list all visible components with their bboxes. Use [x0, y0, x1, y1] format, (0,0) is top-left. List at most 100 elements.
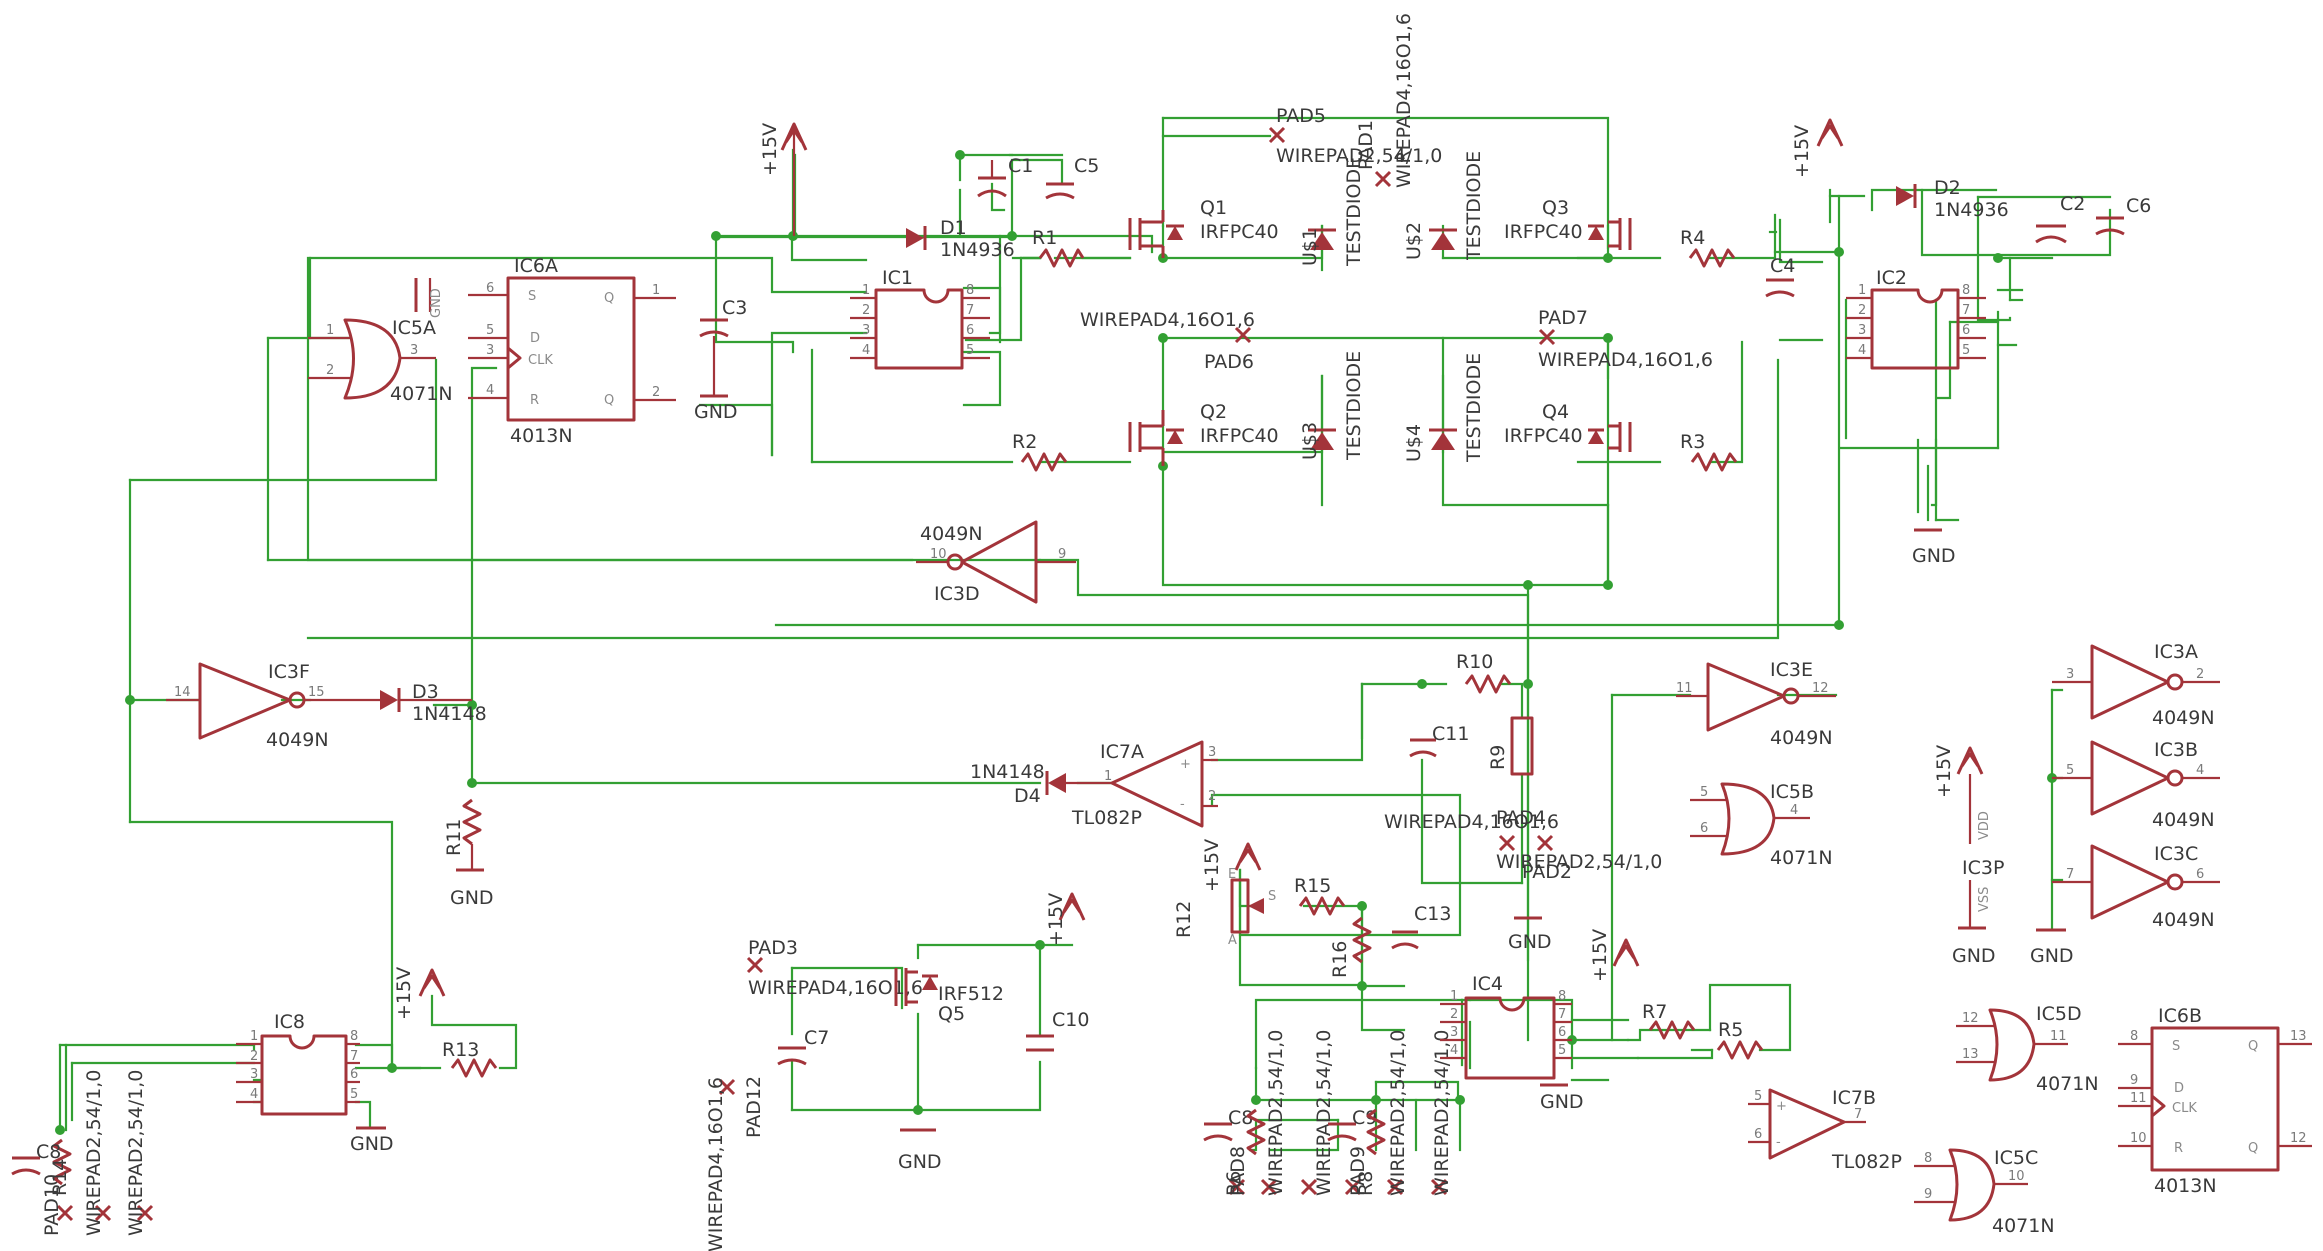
svg-text:WIREPAD4,16O1,6: WIREPAD4,16O1,6	[1080, 309, 1255, 331]
svg-text:GND: GND	[1540, 1091, 1584, 1113]
svg-text:2: 2	[250, 1049, 258, 1064]
svg-text:R: R	[2174, 1141, 2183, 1156]
ic6a-type: 4013N	[510, 425, 573, 447]
svg-text:R13: R13	[442, 1039, 479, 1061]
svg-text:4: 4	[862, 343, 870, 358]
svg-text:8: 8	[350, 1029, 358, 1044]
capacitor-c10: C10	[1026, 1009, 1089, 1052]
svg-text:8: 8	[966, 283, 974, 298]
svg-text:6: 6	[1754, 1127, 1762, 1142]
svg-text:GND: GND	[1508, 931, 1552, 953]
svg-text:12: 12	[1812, 681, 1829, 696]
svg-text:1N4148: 1N4148	[970, 761, 1045, 783]
svg-text:D1: D1	[940, 217, 967, 239]
svg-text:4: 4	[1450, 1043, 1458, 1058]
ic7b-opamp: +- IC7B TL082P 567	[1748, 1087, 1902, 1173]
svg-text:4049N: 4049N	[266, 729, 329, 751]
gnd-ic6a: GND	[414, 278, 444, 318]
svg-text:IC3E: IC3E	[1770, 659, 1813, 681]
svg-text:GND: GND	[350, 1133, 394, 1155]
svg-text:U$1: U$1	[1299, 228, 1321, 266]
ic7a-opamp: +- IC7A TL082P 321	[1071, 740, 1218, 829]
svg-text:4049N: 4049N	[2152, 707, 2215, 729]
ic6a-pin-q: Q	[604, 291, 614, 306]
svg-text:Q2: Q2	[1200, 401, 1227, 423]
svg-text:6: 6	[350, 1067, 358, 1082]
resistor-r10: R10	[1456, 651, 1512, 694]
svg-text:IC7B: IC7B	[1832, 1087, 1876, 1109]
resistor-r13: R13	[442, 1039, 498, 1078]
svg-text:+15V: +15V	[1589, 929, 1611, 982]
svg-text:WIREPAD2,54/1,0: WIREPAD2,54/1,0	[1276, 145, 1442, 167]
svg-text:D: D	[2174, 1081, 2184, 1096]
mosfet-q1: Q1 IRFPC40	[1128, 197, 1279, 258]
svg-text:IC5B: IC5B	[1770, 781, 1814, 803]
svg-text:7: 7	[966, 303, 974, 318]
svg-text:WIREPAD2,54/1,0: WIREPAD2,54/1,0	[83, 1070, 105, 1236]
svg-text:TESTDIODE: TESTDIODE	[1343, 351, 1365, 461]
svg-text:WIREPAD4,16O1,6: WIREPAD4,16O1,6	[1538, 349, 1713, 371]
gnd-symbols: GND GND GND GND GND GND GND GND GND	[350, 394, 2074, 1173]
svg-text:Q1: Q1	[1200, 197, 1227, 219]
svg-text:R2: R2	[1012, 431, 1037, 453]
svg-text:4: 4	[1858, 343, 1866, 358]
supply-15v: +15V +15V +15V +15V +15V +15V +15V	[393, 118, 1984, 1020]
svg-text:C7: C7	[804, 1027, 829, 1049]
svg-text:PAD7: PAD7	[1538, 307, 1588, 329]
svg-text:R5: R5	[1718, 1019, 1743, 1041]
svg-text:PAD9: PAD9	[1347, 1146, 1369, 1196]
svg-text:IC3C: IC3C	[2154, 843, 2198, 865]
svg-text:5: 5	[1962, 343, 1970, 358]
svg-text:4049N: 4049N	[920, 523, 983, 545]
svg-text:IC3D: IC3D	[934, 583, 980, 605]
svg-text:WIREPAD2,54/1,0: WIREPAD2,54/1,0	[1313, 1030, 1335, 1196]
svg-text:3: 3	[1858, 323, 1866, 338]
resistor-r3: R3	[1680, 431, 1738, 472]
ic3p-power: IC3P VDD VSS	[1962, 774, 2004, 928]
ic1-label: IC1	[882, 267, 913, 289]
diode-d3: D3 1N4148	[352, 681, 487, 725]
svg-text:WIREPAD4,16O1,6: WIREPAD4,16O1,6	[705, 1077, 727, 1251]
svg-text:3: 3	[1450, 1025, 1458, 1040]
svg-text:15: 15	[308, 685, 325, 700]
svg-text:11: 11	[1676, 681, 1693, 696]
svg-text:C5: C5	[1074, 155, 1099, 177]
svg-text:D4: D4	[1014, 785, 1041, 807]
svg-text:5: 5	[1558, 1043, 1566, 1058]
svg-text:8: 8	[1558, 989, 1566, 1004]
svg-text:C6: C6	[2126, 195, 2151, 217]
svg-text:WIREPAD2,54/1,0: WIREPAD2,54/1,0	[1387, 1030, 1409, 1196]
resistor-r2: R2	[1012, 431, 1068, 472]
svg-text:E: E	[1228, 867, 1236, 882]
svg-text:2: 2	[652, 385, 660, 400]
svg-text:2: 2	[2196, 667, 2204, 682]
svg-text:6: 6	[486, 281, 494, 296]
svg-text:2: 2	[1858, 303, 1866, 318]
svg-text:GND: GND	[2030, 945, 2074, 967]
svg-text:IC4: IC4	[1472, 973, 1503, 995]
svg-text:4071N: 4071N	[1770, 847, 1833, 869]
svg-text:R7: R7	[1642, 1001, 1667, 1023]
svg-text:5: 5	[350, 1087, 358, 1102]
svg-text:Q4: Q4	[1542, 401, 1569, 423]
svg-text:PAD5: PAD5	[1276, 105, 1326, 127]
svg-text:R3: R3	[1680, 431, 1705, 453]
svg-text:4071N: 4071N	[1992, 1215, 2055, 1237]
svg-text:IRFPC40: IRFPC40	[1200, 425, 1279, 447]
capacitor-c11: C11	[1409, 723, 1469, 758]
svg-text:7: 7	[1962, 303, 1970, 318]
svg-text:PAD6: PAD6	[1204, 351, 1254, 373]
svg-text:IRFPC40: IRFPC40	[1504, 425, 1583, 447]
svg-text:-: -	[1180, 797, 1185, 812]
ic5b-gate: IC5B 4071N 564	[1690, 781, 1833, 869]
svg-text:D2: D2	[1934, 177, 1961, 199]
svg-text:R8: R8	[1355, 1171, 1377, 1196]
svg-text:2: 2	[862, 303, 870, 318]
svg-text:5: 5	[1700, 785, 1708, 800]
